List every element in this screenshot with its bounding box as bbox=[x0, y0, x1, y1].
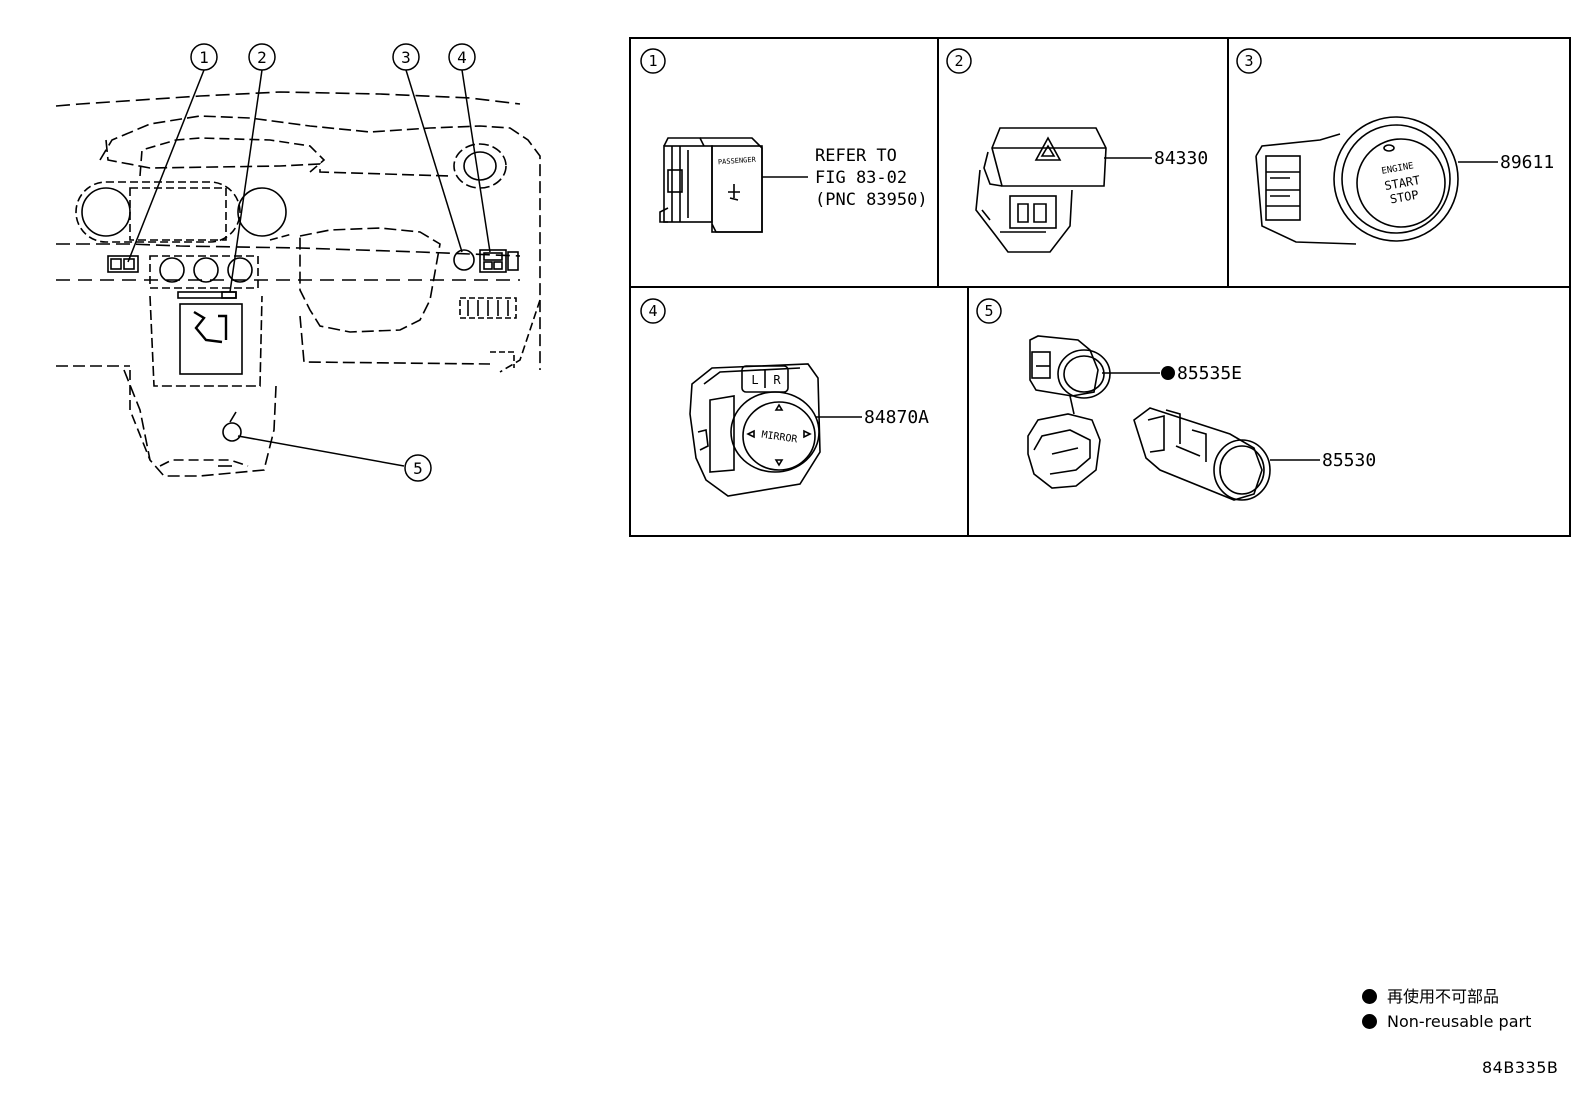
panel-3-callout bbox=[1236, 48, 1262, 74]
panel-4-number: 4 bbox=[648, 302, 657, 320]
legend-english-text: Non-reusable part bbox=[1387, 1012, 1532, 1031]
panel-2-callout bbox=[946, 48, 972, 74]
bullet-icon bbox=[1362, 1014, 1377, 1029]
overview-callout-3-number: 3 bbox=[401, 48, 411, 67]
panel-5-callout bbox=[976, 298, 1002, 324]
passenger-switch-label: PASSENGER bbox=[718, 156, 757, 167]
legend-row-japanese: 再使用不可部品 bbox=[1362, 984, 1531, 1009]
legend: 再使用不可部品 Non-reusable part bbox=[1362, 984, 1531, 1034]
legend-row-english: Non-reusable part bbox=[1362, 1009, 1531, 1034]
hazard-switch bbox=[975, 127, 1107, 253]
overview-callout-1-number: 1 bbox=[199, 48, 209, 67]
overview-callout-1 bbox=[190, 43, 218, 71]
engine-start-stop-button bbox=[1255, 116, 1459, 245]
non-reusable-marker bbox=[1161, 366, 1175, 380]
panel-5-number: 5 bbox=[984, 302, 993, 320]
start-stop-label-start: START bbox=[1383, 173, 1421, 193]
panel-callouts bbox=[640, 48, 1262, 324]
panel-2-part-number: 84330 bbox=[1154, 148, 1208, 169]
panel-1-callout bbox=[640, 48, 666, 74]
mirror-button-label: MIRROR bbox=[761, 430, 799, 446]
passenger-airbag-switch bbox=[659, 137, 763, 233]
overview-callouts bbox=[190, 43, 476, 482]
panel-4-part-number: 84870A bbox=[864, 407, 929, 428]
overview-callout-5-number: 5 bbox=[413, 459, 423, 478]
panel-2-number: 2 bbox=[954, 52, 963, 70]
figure-code: 84B335B bbox=[1482, 1058, 1559, 1077]
overview-callout-2 bbox=[248, 43, 276, 71]
legend-japanese-text: 再使用不可部品 bbox=[1387, 987, 1500, 1006]
dashboard-overview bbox=[55, 91, 541, 477]
panel-1-number: 1 bbox=[648, 52, 657, 70]
overview-callout-5 bbox=[404, 454, 432, 482]
panel-1-reference-line-1: REFER TO bbox=[815, 146, 897, 166]
overview-callout-4 bbox=[448, 43, 476, 71]
panel-5-part-number-cap: 85535E bbox=[1177, 363, 1242, 384]
panel-3-part-number: 89611 bbox=[1500, 152, 1554, 173]
overview-leaders bbox=[127, 69, 491, 467]
panel-1-reference-line-3: (PNC 83950) bbox=[815, 190, 928, 210]
panel-1-reference-line-2: FIG 83-02 bbox=[815, 168, 907, 188]
panel-4-callout bbox=[640, 298, 666, 324]
bullet-icon bbox=[1362, 989, 1377, 1004]
start-stop-label-stop: STOP bbox=[1389, 188, 1420, 207]
mirror-switch-left-label: L bbox=[751, 373, 758, 387]
mirror-switch-right-label: R bbox=[773, 373, 781, 387]
overview-callout-3 bbox=[392, 43, 420, 71]
overview-callout-2-number: 2 bbox=[257, 48, 267, 67]
overview-callout-4-number: 4 bbox=[457, 48, 467, 67]
mirror-switch bbox=[689, 363, 821, 497]
power-outlet-assembly bbox=[1027, 335, 1271, 501]
panel-5-part-number-socket: 85530 bbox=[1322, 450, 1376, 471]
parts-grid bbox=[629, 37, 1571, 537]
panel-3-number: 3 bbox=[1244, 52, 1253, 70]
